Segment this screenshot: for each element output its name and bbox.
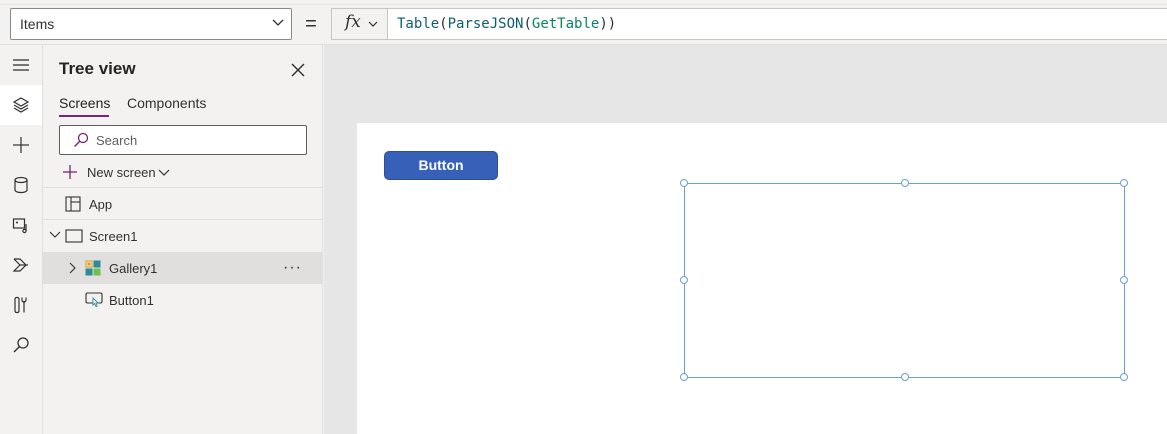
search-button[interactable] (0, 325, 42, 365)
tree-item-label: Gallery1 (109, 261, 158, 276)
chevron-right-icon[interactable] (69, 262, 77, 274)
tab-screens-label: Screens (59, 95, 111, 111)
search-placeholder: Search (96, 133, 138, 148)
tab-components-label: Components (127, 95, 207, 111)
tree-search-box[interactable]: Search (59, 125, 307, 155)
selected-tab-indicator (59, 115, 109, 117)
formula-token: ParseJSON (447, 16, 524, 32)
chevron-down-icon[interactable] (49, 231, 61, 239)
new-screen-label: New screen (87, 165, 156, 180)
left-rail (0, 45, 43, 434)
tree-item-screen1[interactable]: Screen1 (43, 220, 323, 252)
property-dropdown[interactable]: Items (10, 8, 292, 40)
resize-handle-bottom-right[interactable] (1120, 373, 1128, 381)
advanced-tools-button[interactable] (0, 285, 42, 325)
tree-item-label: Screen1 (89, 229, 138, 244)
media-icon (12, 218, 27, 234)
tree-item-gallery1[interactable]: Gallery1 ··· (43, 252, 323, 284)
resize-handle-bottom-left[interactable] (680, 373, 688, 381)
tree-item-label: Button1 (109, 293, 154, 308)
data-button[interactable] (0, 165, 42, 205)
resize-handle-left[interactable] (680, 276, 688, 284)
screen-canvas[interactable]: Button (357, 123, 1167, 434)
close-icon[interactable] (290, 62, 306, 78)
power-automate-button[interactable] (0, 245, 42, 285)
plus-icon (63, 165, 77, 179)
media-button[interactable] (0, 205, 42, 245)
top-edge (0, 0, 1167, 5)
formula-token: ( (523, 16, 532, 32)
property-dropdown-value: Items (20, 16, 55, 32)
tab-components[interactable]: Components (127, 95, 206, 111)
formula-bar: Items = fx Table(ParseJSON(GetTable)) (0, 0, 1167, 45)
equals-sign: = (305, 13, 317, 35)
resize-handle-right[interactable] (1120, 276, 1128, 284)
resize-handle-top[interactable] (901, 179, 909, 187)
tree-item-label: App (89, 197, 113, 212)
divider (43, 219, 323, 220)
resize-handle-top-right[interactable] (1120, 179, 1128, 187)
divider (43, 187, 323, 188)
insert-icon (13, 137, 29, 153)
tree-view-icon (12, 97, 30, 113)
formula-token: Table (397, 16, 440, 32)
chevron-down-icon (272, 19, 284, 26)
hamburger-menu-icon (13, 59, 29, 71)
power-automate-icon (12, 258, 28, 272)
fx-icon: fx (345, 12, 361, 32)
app-icon (65, 196, 81, 212)
data-icon (14, 176, 28, 194)
screen-icon (65, 229, 83, 243)
tree-item-app[interactable]: App (43, 188, 323, 220)
advanced-tools-icon (14, 296, 27, 314)
panel-title: Tree view (59, 59, 136, 78)
tab-screens[interactable]: Screens (59, 95, 111, 117)
resize-handle-top-left[interactable] (680, 179, 688, 187)
formula-input[interactable]: Table(ParseJSON(GetTable)) (387, 8, 1167, 40)
canvas-button-control[interactable]: Button (384, 151, 498, 180)
insert-button[interactable] (0, 125, 42, 165)
new-screen-button[interactable]: New screen (62, 163, 222, 183)
hamburger-menu-button[interactable] (0, 45, 42, 85)
gallery-control-selection[interactable] (680, 179, 1128, 381)
search-icon (13, 337, 29, 353)
formula-token: )) (599, 16, 617, 32)
tree-view-button[interactable] (0, 85, 42, 125)
chevron-down-icon (368, 21, 378, 27)
resize-handle-bottom[interactable] (901, 373, 909, 381)
formula-token: ( (439, 16, 448, 32)
search-icon (74, 132, 89, 147)
canvas-area: Button (324, 45, 1167, 434)
button-control-icon (85, 292, 103, 308)
tree-view-panel: Tree view Screens Components Search New … (43, 45, 323, 434)
more-options-icon[interactable]: ··· (283, 259, 302, 276)
tree-item-button1[interactable]: Button1 (43, 284, 323, 316)
gallery-icon (85, 260, 101, 276)
formula-token: GetTable (531, 16, 600, 32)
chevron-down-icon (158, 169, 170, 176)
fx-button[interactable]: fx (331, 8, 387, 40)
